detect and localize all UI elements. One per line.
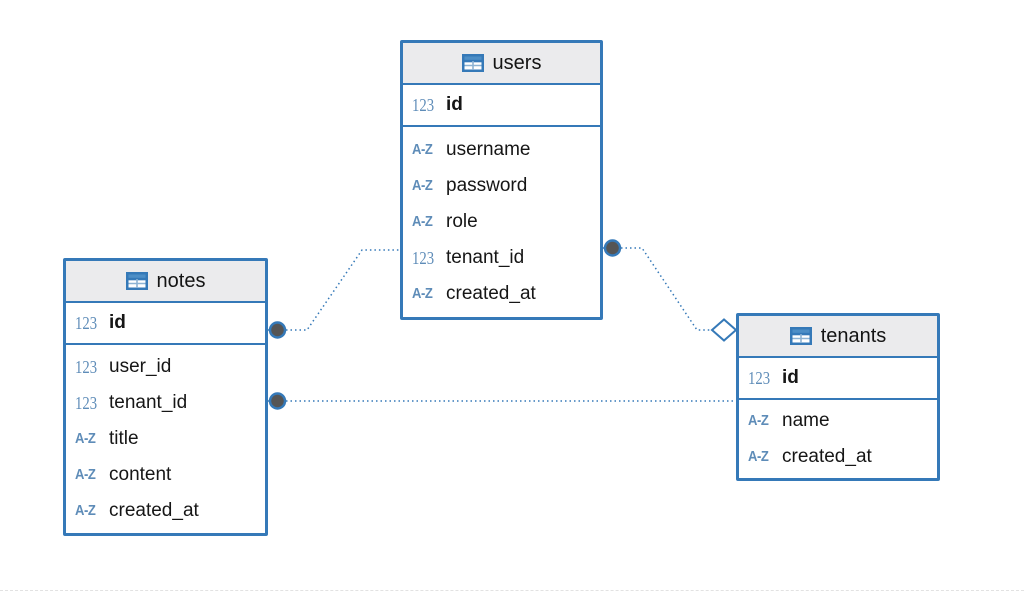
column-name: tenant_id [109, 392, 188, 413]
text-type-icon: A-Z [75, 431, 96, 447]
numeric-type-icon: 123 [412, 247, 435, 268]
numeric-type-icon: 123 [75, 356, 98, 377]
column-row-pk[interactable]: 123 id [66, 303, 265, 345]
text-type-icon: A-Z [412, 214, 433, 230]
column-name: username [446, 139, 531, 160]
column-name: role [446, 211, 478, 232]
table-notes[interactable]: notes 123 id 123 user_id 123 tenant_id A… [63, 258, 268, 536]
column-row[interactable]: 123 user_id [66, 349, 265, 385]
column-name: id [782, 367, 799, 388]
connector-diamond-tenants[interactable] [710, 318, 738, 342]
text-type-icon: A-Z [412, 142, 433, 158]
relationship-line-users-tenants[interactable] [603, 247, 712, 331]
table-tenants[interactable]: tenants 123 id A-Z name A-Z created_at [736, 313, 940, 481]
table-users[interactable]: users 123 id A-Z username A-Z password A… [400, 40, 603, 320]
column-row[interactable]: A-Z created_at [739, 439, 937, 475]
table-name: notes [156, 269, 206, 292]
text-type-icon: A-Z [75, 467, 96, 483]
column-row[interactable]: A-Z title [66, 421, 265, 457]
column-name: id [109, 312, 126, 333]
table-users-header[interactable]: users [403, 43, 600, 85]
column-name: created_at [109, 500, 199, 521]
numeric-type-icon: 123 [412, 94, 435, 115]
column-row[interactable]: A-Z password [403, 168, 600, 204]
relationship-line-notes-users[interactable] [268, 249, 400, 331]
text-type-icon: A-Z [412, 286, 433, 302]
connector-circle-notes-tenant-id[interactable] [268, 392, 287, 410]
column-row[interactable]: 123 tenant_id [403, 240, 600, 276]
text-type-icon: A-Z [748, 449, 769, 465]
column-name: name [782, 410, 830, 431]
column-row-pk[interactable]: 123 id [403, 85, 600, 127]
connector-circle-notes-id[interactable] [268, 321, 287, 339]
text-type-icon: A-Z [412, 178, 433, 194]
column-row[interactable]: A-Z username [403, 132, 600, 168]
numeric-type-icon: 123 [75, 312, 98, 333]
column-row[interactable]: A-Z role [403, 204, 600, 240]
table-notes-header[interactable]: notes [66, 261, 265, 303]
text-type-icon: A-Z [75, 503, 96, 519]
column-name: id [446, 94, 463, 115]
page-boundary-line [0, 590, 1024, 591]
column-name: content [109, 464, 172, 485]
column-name: tenant_id [446, 247, 525, 268]
column-name: created_at [782, 446, 872, 467]
column-name: user_id [109, 356, 172, 377]
table-icon [125, 272, 148, 290]
numeric-type-icon: 123 [748, 367, 771, 388]
column-row-pk[interactable]: 123 id [739, 358, 937, 400]
column-row[interactable]: A-Z content [66, 457, 265, 493]
text-type-icon: A-Z [748, 413, 769, 429]
table-icon [461, 54, 484, 72]
column-name: password [446, 175, 528, 196]
connector-circle-users-tenant-id[interactable] [603, 239, 622, 257]
column-row[interactable]: A-Z name [739, 403, 937, 439]
table-name: users [492, 51, 542, 74]
column-name: created_at [446, 283, 536, 304]
table-name: tenants [820, 324, 887, 347]
numeric-type-icon: 123 [75, 392, 98, 413]
table-icon [789, 327, 812, 345]
table-tenants-header[interactable]: tenants [739, 316, 937, 358]
column-row[interactable]: A-Z created_at [403, 276, 600, 312]
column-row[interactable]: 123 tenant_id [66, 385, 265, 421]
column-name: title [109, 428, 139, 449]
column-row[interactable]: A-Z created_at [66, 493, 265, 529]
